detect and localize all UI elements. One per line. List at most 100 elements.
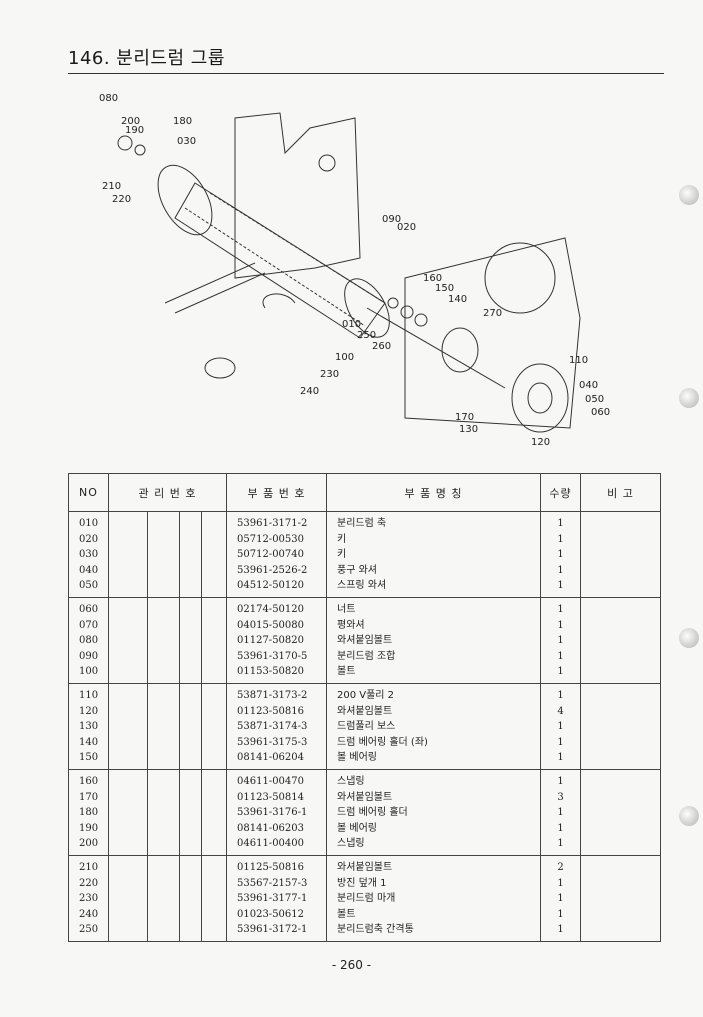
callout-label: 060 [591,407,610,418]
table-cell-text: 드럼 베어링 홀더 (좌) [337,736,428,748]
management-subdivider [147,684,148,769]
management-number-cell [108,597,227,684]
bearing-holder [441,327,479,373]
remarks-cell [580,769,661,856]
ball-bearing-small [134,144,146,156]
header-remarks: 비 고 [580,473,661,512]
table-cell-text: 200 [79,838,99,850]
table-cell-text: 1 [557,838,564,850]
table-cell-text: 분리드럼축 간격통 [337,924,414,936]
management-subdivider [201,598,202,683]
callout-label: 220 [112,194,131,205]
callout-label: 100 [335,352,354,363]
callout-label: 130 [459,424,478,435]
table-cell-text: 030 [79,549,99,561]
table-cell-text: 1 [557,564,564,576]
table-cell-text: 53961-3175-3 [237,736,308,748]
bearing-2 [414,313,428,327]
table-cell-text: 08141-06203 [237,822,305,834]
table-cell-text: 220 [79,877,99,889]
table-cell-text: 2 [557,862,564,873]
table-header-row: NO 관 리 번 호 부 품 번 호 부 품 명 칭 수량 비 고 [68,473,661,512]
table-cell-text: 01125-50816 [237,862,305,873]
table-cell-text: 볼트 [337,908,356,920]
table-cell-text: 1 [557,549,564,561]
callout-label: 010 [342,319,361,330]
binder-hole [679,185,699,205]
pulley-hub [527,382,553,414]
table-cell-text: 01127-50820 [237,635,305,647]
table-cell-text: 53961-3172-1 [237,924,308,936]
management-number-cell [108,511,227,598]
table-cell-text: 너트 [337,604,356,615]
callout-label: 150 [435,283,454,294]
table-cell-text: 130 [79,721,99,733]
table-cell-text: 1 [557,893,564,905]
management-subdivider [147,770,148,855]
table-cell-text: 04512-50120 [237,580,305,592]
table-cell-text: 020 [79,533,99,545]
table-cell-text: 와셔붙임볼트 [337,705,393,717]
table-cell-text: 080 [79,635,99,647]
table-cell-text: 1 [557,666,564,678]
header-no: NO [68,473,109,512]
binder-hole [679,388,699,408]
management-subdivider [147,856,148,941]
table-cell-text: 04611-00400 [237,838,305,850]
table-cell-text: 060 [79,604,99,615]
callout-label: 250 [357,330,376,341]
v-pulley [511,363,569,433]
table-cell-text: 53871-3174-3 [237,721,308,733]
drum-teeth-lower [184,207,366,327]
table-cell-text: 100 [79,666,99,678]
table-cell-text: 1 [557,776,564,787]
table-cell-text: 01023-50612 [237,908,305,920]
diagram-callouts: 080 200 190 180 030 210 220 090 020 160 … [99,93,610,448]
table-cell-text: 240 [79,908,99,920]
bearing-small [387,297,399,309]
callout-label: 160 [423,273,442,284]
table-cell-text: 53961-3176-1 [237,807,308,819]
table-cell-text: 110 [79,690,99,701]
table-cell-text: 040 [79,564,99,576]
table-cell-text: 볼 베어링 [337,752,377,764]
table-cell-text: 180 [79,807,99,819]
table-cell-text: 04611-00470 [237,776,305,787]
table-cell-text: 090 [79,650,99,662]
table-cell-text: 드럼풀리 보스 [337,721,396,733]
table-cell-text: 53567-2157-3 [237,877,308,889]
table-cell-text: 1 [557,604,564,615]
table-cell-text: 분리드럼 조합 [337,650,396,662]
callout-label: 240 [300,386,319,397]
table-cell-text: 1 [557,650,564,662]
page-number: - 260 - [331,958,372,972]
drum-shaft [366,307,506,389]
table-cell-text: 210 [79,862,99,873]
table-cell-text: 와셔붙임볼트 [337,635,393,647]
rod-2 [174,272,266,314]
table-cell-text: 1 [557,635,564,647]
callout-label: 200 [121,116,140,127]
bearing-1 [400,305,414,319]
callout-label: 270 [483,308,502,319]
header-quantity: 수량 [540,473,581,512]
exploded-parts-diagram: 080 200 190 180 030 210 220 090 020 160 … [85,88,625,458]
table-cell-text: 1 [557,518,564,529]
table-cell-text: 1 [557,822,564,834]
table-cell-text: 1 [557,580,564,592]
table-cell-text: 3 [557,791,564,803]
